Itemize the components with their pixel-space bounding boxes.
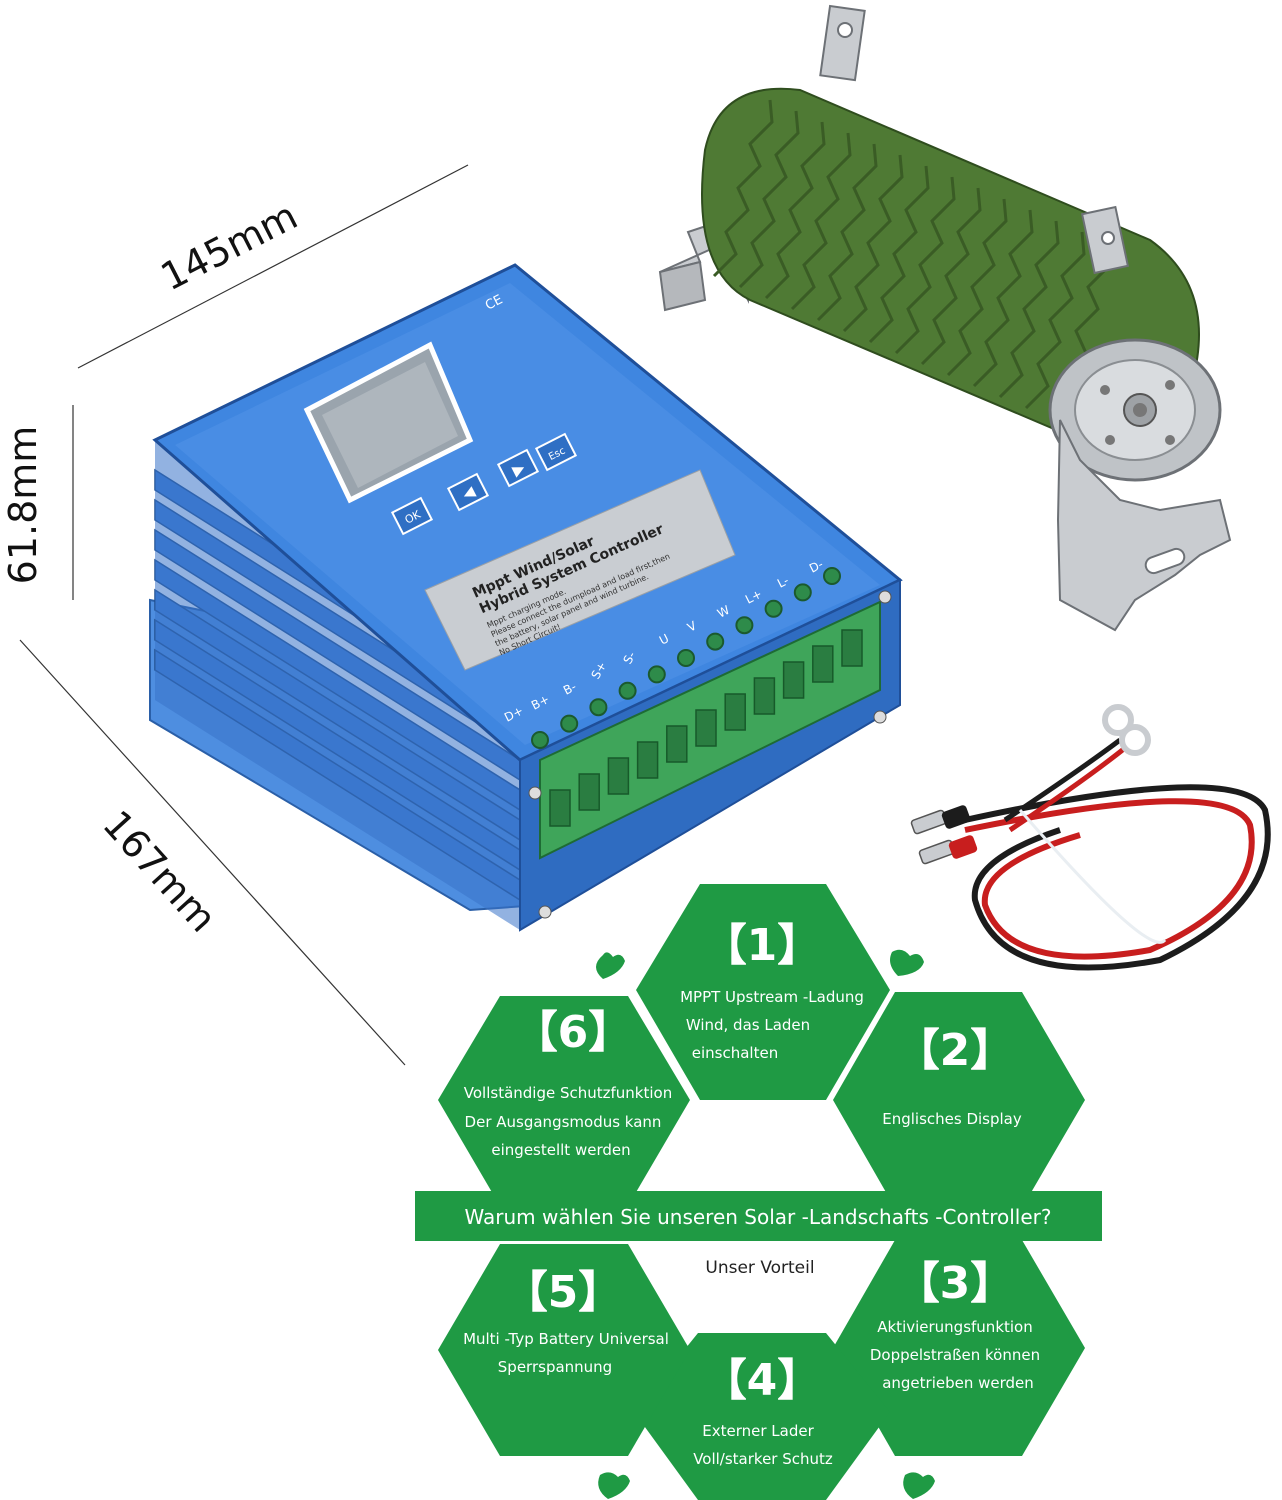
terminal-label-d-minus: D- <box>807 557 825 576</box>
feature-2-line-1: Englisches Display <box>882 1110 1022 1128</box>
terminal-slot <box>695 709 717 747</box>
terminal-label-l-plus: L+ <box>743 587 764 607</box>
terminal-slots <box>549 629 863 827</box>
feature-1-line-2: Wind, das Laden <box>686 1016 810 1034</box>
terminal-screw <box>589 698 608 717</box>
terminal-screw <box>677 649 695 667</box>
feature-4-line-1: Externer Lader <box>702 1422 814 1440</box>
feature-5-line-2: Sperrspannung <box>498 1358 612 1376</box>
dimension-height: 61.8mm <box>1 405 74 600</box>
heart-icons <box>596 949 935 1499</box>
resistor-ripple <box>920 187 982 366</box>
feature-3-number: 【3】 <box>896 1258 1015 1309</box>
terminal-slot <box>753 677 776 715</box>
heart-icon <box>890 949 924 976</box>
terminal-slot <box>724 693 746 731</box>
hex-1 <box>636 884 890 1100</box>
resistor-ripple <box>1024 231 1086 410</box>
features-infographic: Warum wählen Sie unseren Solar -Landscha… <box>415 884 1102 1500</box>
resistor-ripple <box>894 176 956 355</box>
feature-5-number: 【5】 <box>504 1267 623 1318</box>
heart-icon <box>598 1472 630 1499</box>
feature-4-number: 【4】 <box>703 1355 822 1406</box>
terminal-slot <box>666 725 688 763</box>
height-label: 61.8mm <box>1 426 45 585</box>
terminal-screw <box>735 616 754 635</box>
hex-5 <box>438 1244 690 1456</box>
terminal-slot <box>549 789 571 827</box>
resistor-ripple <box>764 121 826 300</box>
feature-6-number: 【6】 <box>514 1007 633 1058</box>
terminal-screw <box>764 599 783 618</box>
width-label: 145mm <box>154 194 305 300</box>
resistor-ripple <box>868 165 930 344</box>
resistor-ripple <box>842 154 904 333</box>
feature-5-line-1: Multi -Typ Battery Universal <box>463 1330 669 1348</box>
hex-6 <box>438 996 690 1206</box>
resistor-ripple <box>790 132 852 311</box>
heart-icon <box>596 952 625 979</box>
battery-cables <box>910 704 1271 971</box>
terminal-screw <box>793 583 812 602</box>
terminal-screws <box>531 567 841 749</box>
terminal-slot <box>812 645 834 683</box>
feature-4-line-2: Voll/starker Schutz <box>693 1450 833 1468</box>
terminal-label-w: W <box>715 603 732 621</box>
terminal-slot <box>607 757 630 795</box>
subtitle-text: Unser Vorteil <box>705 1258 814 1278</box>
question-banner <box>415 1191 1102 1241</box>
terminal-screw <box>647 665 666 684</box>
hex-3 <box>833 1240 1085 1456</box>
terminal-screw <box>560 714 579 733</box>
feature-2-number: 【2】 <box>896 1025 1015 1076</box>
feature-1-line-1: MPPT Upstream -Ladung <box>680 988 864 1006</box>
hex-4 <box>634 1333 890 1500</box>
resistor-ripple <box>998 220 1060 399</box>
terminal-screw <box>706 632 725 651</box>
mppt-controller: CE OK ◀ ▶ Esc <box>149 263 903 932</box>
feature-1-line-3: einschalten <box>692 1044 778 1062</box>
resistor-ripple <box>946 198 1008 377</box>
banner-text: Warum wählen Sie unseren Solar -Landscha… <box>465 1205 1052 1229</box>
terminal-screw <box>618 681 637 700</box>
resistor-ripple <box>738 110 800 289</box>
ce-mark: CE <box>483 292 505 313</box>
controller-buttons: OK ◀ ▶ Esc <box>390 432 578 536</box>
feature-6-line-3: eingestellt werden <box>491 1141 630 1159</box>
resistor-ripples <box>712 99 1112 421</box>
feature-6-line-1: Vollständige Schutzfunktion <box>464 1084 672 1102</box>
terminal-slot <box>841 629 863 667</box>
feature-3-line-3: angetrieben werden <box>882 1374 1034 1392</box>
terminal-screw <box>531 731 549 749</box>
terminal-screw <box>823 567 841 585</box>
resistor-ripple <box>816 143 878 322</box>
terminal-label-b-minus: B- <box>561 679 579 697</box>
heart-icon <box>903 1472 935 1499</box>
resistor-ripple <box>972 209 1034 388</box>
feature-6-line-2: Der Ausgangsmodus kann <box>465 1113 662 1131</box>
terminal-slot <box>578 773 600 811</box>
resistor-ripple <box>712 99 774 278</box>
terminal-slot <box>782 661 805 699</box>
feature-1-number: 【1】 <box>703 920 822 971</box>
hex-2 <box>833 992 1085 1208</box>
feature-3-line-1: Aktivierungsfunktion <box>877 1318 1033 1336</box>
dump-load-resistor <box>658 4 1232 632</box>
feature-3-line-2: Doppelstraßen können <box>870 1346 1040 1364</box>
terminal-slot <box>636 741 659 779</box>
depth-label: 167mm <box>94 802 225 940</box>
